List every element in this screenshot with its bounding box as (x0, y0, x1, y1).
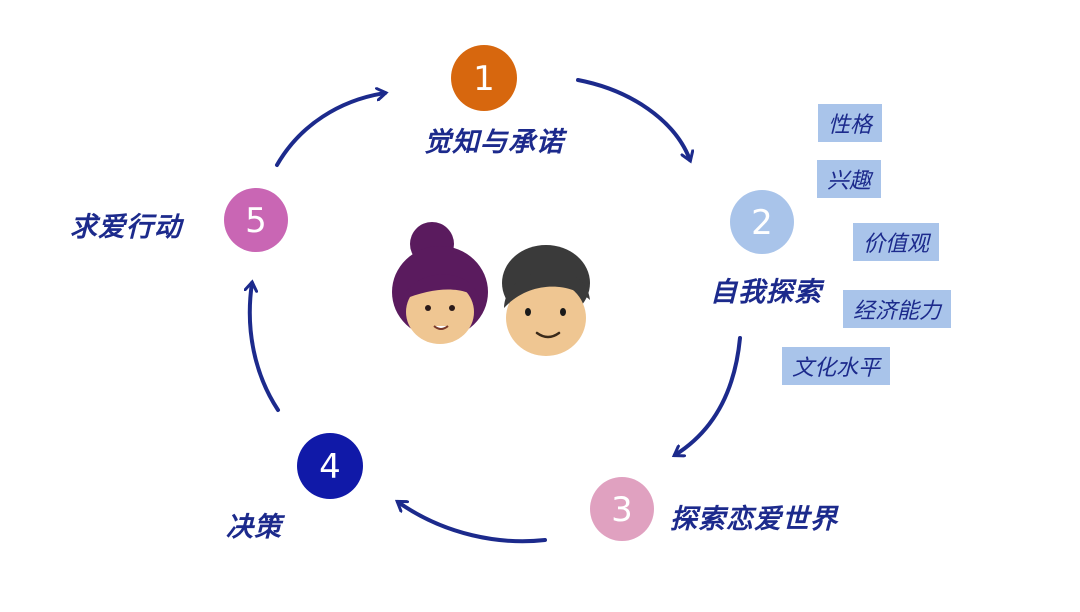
step-3-number: 3 (611, 490, 633, 530)
step-1-badge: 1 (451, 45, 517, 111)
step-2-label: 自我探索 (710, 277, 822, 308)
step-1-label: 觉知与承诺 (424, 127, 564, 158)
step-4-badge: 4 (297, 433, 363, 499)
girl-illustration (392, 222, 488, 344)
step-4-label: 决策 (226, 512, 282, 543)
boy-eye-right (560, 308, 566, 316)
step-4-number: 4 (319, 447, 341, 487)
boy-face (506, 280, 586, 356)
step-2-circle (730, 190, 794, 254)
step-1-number: 1 (473, 59, 495, 99)
tag-values: 价值观 (853, 223, 940, 261)
boy-fringe (504, 270, 590, 308)
girl-face (406, 280, 474, 344)
boy-mouth (535, 331, 561, 339)
boy-eye-left (525, 308, 531, 316)
step-2-number: 2 (751, 203, 773, 243)
tag-economic-ability: 经济能力 (843, 290, 952, 328)
step-1-circle (451, 45, 517, 111)
step-3-circle (590, 477, 654, 541)
arrow-2-to-3 (675, 336, 742, 455)
step-2-badge: 2 (730, 190, 794, 254)
tag-interests: 兴趣 (817, 160, 882, 198)
tag-education-level: 文化水平 (782, 347, 891, 385)
step-4-circle (297, 433, 363, 499)
arrow-3-to-4 (398, 502, 547, 544)
arrow-5-to-1 (275, 93, 385, 167)
step-3-label: 探索恋爱世界 (670, 504, 838, 535)
step-5-number: 5 (245, 201, 267, 241)
girl-mouth (433, 325, 449, 330)
girl-eye-left (425, 305, 431, 311)
step-5-label: 求爱行动 (70, 212, 182, 243)
step-5-badge: 5 (224, 188, 288, 252)
arrow-4-to-5 (250, 283, 280, 412)
girl-bangs (402, 274, 480, 300)
step-5-circle (224, 188, 288, 252)
tag-personality: 性格 (818, 104, 883, 142)
girl-eye-right (449, 305, 455, 311)
boy-illustration (502, 245, 590, 356)
step-3-badge: 3 (590, 477, 654, 541)
arrow-1-to-2 (576, 78, 690, 160)
